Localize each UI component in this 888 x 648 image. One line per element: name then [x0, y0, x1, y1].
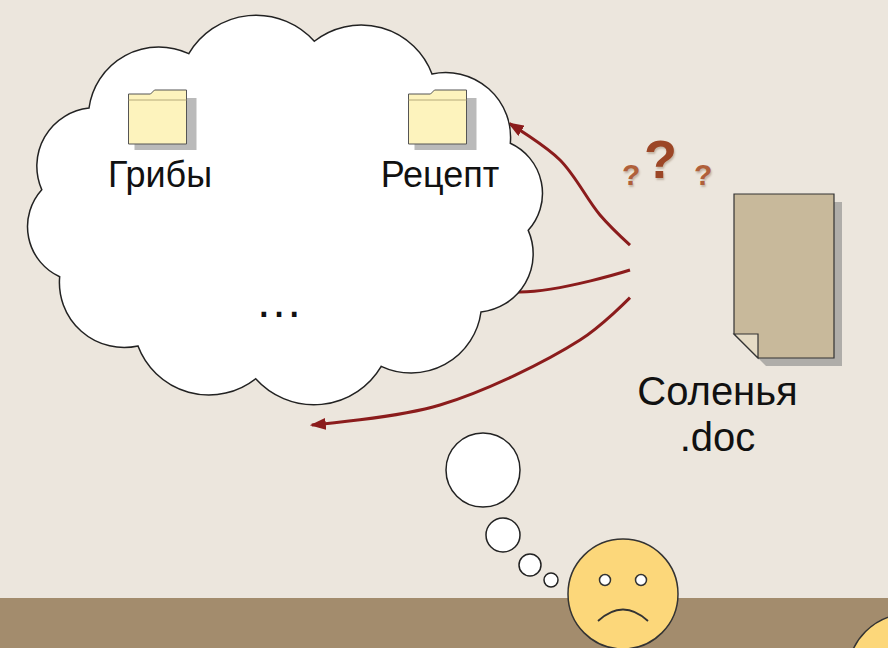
folder-icon: Грибы: [98, 90, 223, 202]
doc-outline: [630, 190, 845, 365]
node-label: Грибы: [98, 154, 223, 195]
cloud-region: Грибы Рецепт …: [15, 5, 575, 425]
cloud-shape: [28, 15, 543, 405]
cloud-outline: [15, 5, 575, 425]
question-mark: ?: [694, 160, 712, 190]
sad-face: [568, 539, 678, 648]
folder-graphic: [128, 90, 196, 150]
question-mark: ?: [644, 132, 677, 186]
question-mark: ?: [622, 160, 640, 190]
folder-icon: Рецепт: [371, 90, 510, 202]
document-graphic: [734, 194, 842, 366]
ellipsis-text: …: [255, 273, 303, 328]
second-face: [848, 614, 888, 648]
folder-graphic: [408, 90, 476, 150]
document-icon: Соленья .doc: [630, 190, 845, 466]
folder-outline: [371, 90, 510, 152]
node-label: Соленья .doc: [630, 368, 805, 460]
floor-band: [0, 598, 888, 648]
thought-bubbles: [446, 433, 558, 587]
node-label: Рецепт: [371, 154, 510, 195]
folder-outline: [98, 90, 223, 152]
